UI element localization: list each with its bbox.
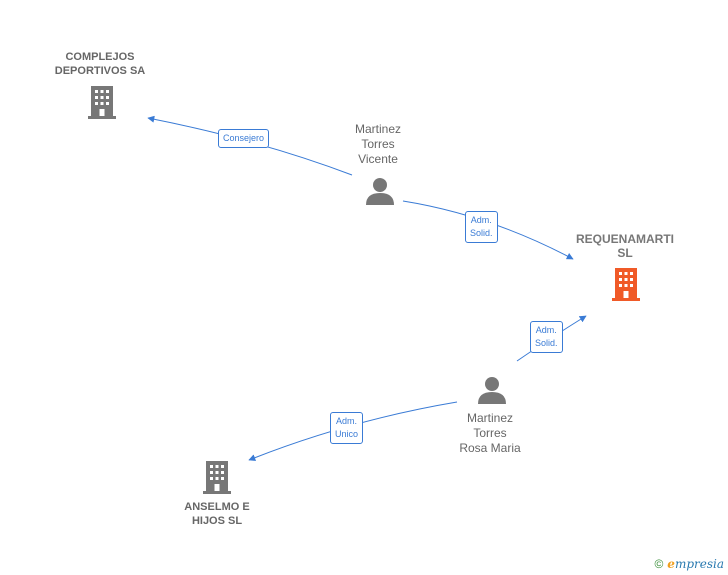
- brand-initial: e: [667, 557, 675, 571]
- company-label-complejos[interactable]: COMPLEJOS DEPORTIVOS SA: [40, 50, 160, 78]
- person-icon[interactable]: [477, 375, 507, 405]
- edge-label-line2: Unico: [335, 429, 359, 439]
- company-name-line2: DEPORTIVOS SA: [54, 65, 146, 77]
- edge-label-line2: Solid.: [470, 228, 493, 238]
- person-name-line3: Vicente: [358, 152, 398, 166]
- edge-label-consejero[interactable]: Consejero: [218, 129, 270, 148]
- edge-label-line1: Adm.: [336, 416, 358, 426]
- edge-label-line1: Consejero: [223, 133, 265, 143]
- building-icon[interactable]: [201, 459, 233, 495]
- company-name-line2: SL: [617, 246, 633, 260]
- company-label-requenamarti[interactable]: REQUENAMARTI SL: [560, 232, 690, 260]
- person-label-rosa[interactable]: Martinez Torres Rosa Maria: [432, 411, 548, 456]
- company-name-line1: REQUENAMARTI: [576, 232, 674, 246]
- company-name-line1: ANSELMO E: [184, 501, 250, 513]
- person-name-line1: Martinez: [466, 411, 513, 425]
- person-name-line3: Rosa Maria: [459, 441, 521, 455]
- copyright-icon: ©: [654, 557, 664, 571]
- company-label-anselmo[interactable]: ANSELMO E HIJOS SL: [157, 500, 277, 528]
- edge-label-line1: Adm.: [470, 215, 492, 225]
- edge-label-adm-solid-vicente[interactable]: Adm. Solid.: [465, 211, 498, 243]
- person-label-vicente[interactable]: Martinez Torres Vicente: [320, 122, 436, 167]
- person-name-line2: Torres: [473, 426, 507, 440]
- company-name-line1: COMPLEJOS: [65, 51, 135, 63]
- person-name-line2: Torres: [361, 137, 395, 151]
- person-icon[interactable]: [365, 176, 395, 206]
- footer-brand: ©empresia: [654, 557, 724, 571]
- building-icon[interactable]: [610, 266, 642, 302]
- edge-label-line1: Adm.: [535, 325, 557, 335]
- edge-label-adm-unico[interactable]: Adm. Unico: [330, 412, 364, 444]
- company-name-line2: HIJOS SL: [191, 515, 243, 527]
- person-name-line1: Martinez: [354, 122, 401, 136]
- edge-label-adm-solid-rosa[interactable]: Adm. Solid.: [530, 321, 563, 353]
- edge-label-line2: Solid.: [535, 338, 558, 348]
- building-icon[interactable]: [86, 84, 118, 120]
- brand-name: mpresia: [674, 557, 724, 571]
